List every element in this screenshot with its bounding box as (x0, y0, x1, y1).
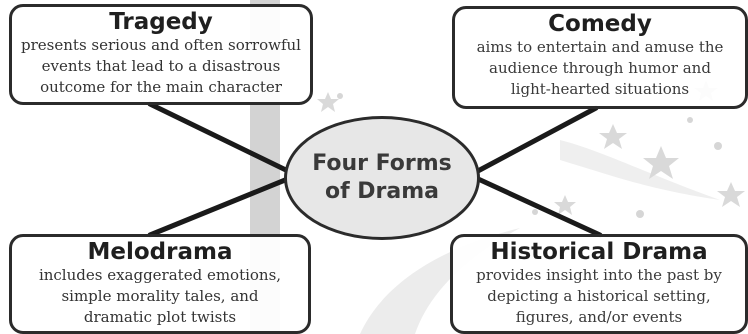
dot-icon (714, 142, 722, 150)
swoosh-shape (360, 228, 520, 334)
description-line: audience through humor and (489, 59, 711, 77)
card-title: Historical Drama (490, 239, 708, 265)
card-title: Tragedy (109, 9, 213, 35)
card-description: provides insight into the past by depict… (453, 265, 745, 328)
description-line: outcome for the main character (40, 78, 282, 96)
connector-melodrama (147, 175, 293, 238)
card-description: aims to entertain and amuse the audience… (455, 37, 745, 100)
star-icon (643, 146, 679, 179)
card-title: Melodrama (87, 239, 233, 265)
description-line: depicting a historical setting, (487, 287, 711, 305)
connector-comedy (473, 105, 599, 175)
card-comedy: Comedy aims to entertain and amuse the a… (452, 6, 748, 109)
dot-icon (337, 93, 343, 99)
description-line: dramatic plot twists (83, 308, 237, 326)
swoosh-shape-2 (560, 140, 720, 200)
star-icon (717, 182, 745, 207)
description-line: includes exaggerated emotions, (38, 266, 282, 284)
star-icon (599, 124, 627, 149)
card-description: presents serious and often sorrowful eve… (12, 35, 310, 98)
star-icon (554, 195, 576, 215)
description-line: presents serious and often sorrowful (21, 36, 301, 54)
card-tragedy: Tragedy presents serious and often sorro… (9, 4, 313, 105)
description-line: light-hearted situations (510, 80, 690, 98)
card-description: includes exaggerated emotions, simple mo… (12, 265, 308, 328)
description-line: aims to entertain and amuse the (476, 38, 724, 56)
center-title: Four Forms of Drama (312, 151, 452, 204)
description-line: simple morality tales, and (61, 287, 259, 305)
description-line: provides insight into the past by (476, 266, 722, 284)
dot-icon (532, 209, 538, 215)
connector-historical (473, 175, 603, 238)
dot-icon (636, 210, 644, 218)
dot-icon (687, 117, 693, 123)
description-line: events that lead to a disastrous (41, 57, 281, 75)
card-historical-drama: Historical Drama provides insight into t… (450, 234, 748, 334)
star-icon (317, 92, 339, 112)
connector-tragedy (147, 101, 293, 175)
center-node: Four Forms of Drama (284, 116, 480, 240)
card-melodrama: Melodrama includes exaggerated emotions,… (9, 234, 311, 334)
description-line: figures, and/or events (515, 308, 683, 326)
card-title: Comedy (548, 11, 652, 37)
